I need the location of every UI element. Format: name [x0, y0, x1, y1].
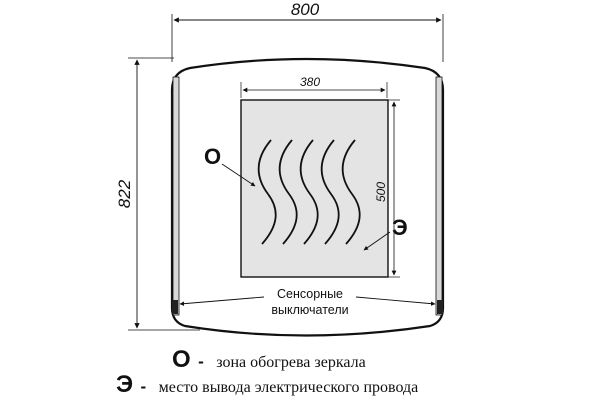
legend-key-heating: О	[172, 346, 191, 373]
width-dimension: 800	[171, 0, 444, 62]
height-dimension: 822	[115, 57, 200, 331]
legend-dash-electric: -	[140, 377, 147, 396]
legend-desc-heating: зона обогрева зеркала	[216, 354, 366, 371]
zone-width-label: 380	[300, 75, 320, 89]
zone-width-dimension: 380	[240, 75, 388, 98]
heating-marker: О	[204, 144, 256, 187]
legend-row-electric: Э - место вывода электрического провода	[116, 371, 418, 399]
left-touch-switch	[172, 300, 178, 314]
legend-desc-electric: место вывода электрического провода	[158, 379, 419, 396]
zone-height-label: 500	[374, 182, 388, 202]
zone-height-dimension: 500	[374, 99, 400, 278]
heating-marker-letter: О	[204, 144, 221, 169]
legend-key-electric: Э	[116, 371, 134, 398]
left-side-strip	[172, 76, 180, 316]
heating-wave-1	[257, 139, 277, 245]
electric-marker: Э	[363, 215, 408, 251]
overall-width-label: 800	[291, 0, 320, 19]
heating-wave-2	[278, 139, 298, 245]
heating-wave-5	[341, 139, 361, 245]
legend-row-heating: О - зона обогрева зеркала	[172, 346, 366, 374]
electric-marker-letter: Э	[392, 215, 408, 240]
switch-label-line1: Сенсорные	[277, 287, 343, 301]
switch-label-line2: выключатели	[271, 303, 348, 317]
right-touch-switch	[437, 300, 443, 314]
heating-wave-lines	[257, 139, 361, 245]
heating-zone	[240, 99, 389, 278]
legend-dash-heating: -	[198, 352, 204, 371]
heating-wave-3	[299, 139, 319, 245]
heating-wave-4	[320, 139, 340, 245]
right-side-strip	[435, 76, 443, 316]
overall-height-label: 822	[115, 179, 134, 208]
switch-callout: Сенсорные выключатели	[179, 287, 436, 317]
